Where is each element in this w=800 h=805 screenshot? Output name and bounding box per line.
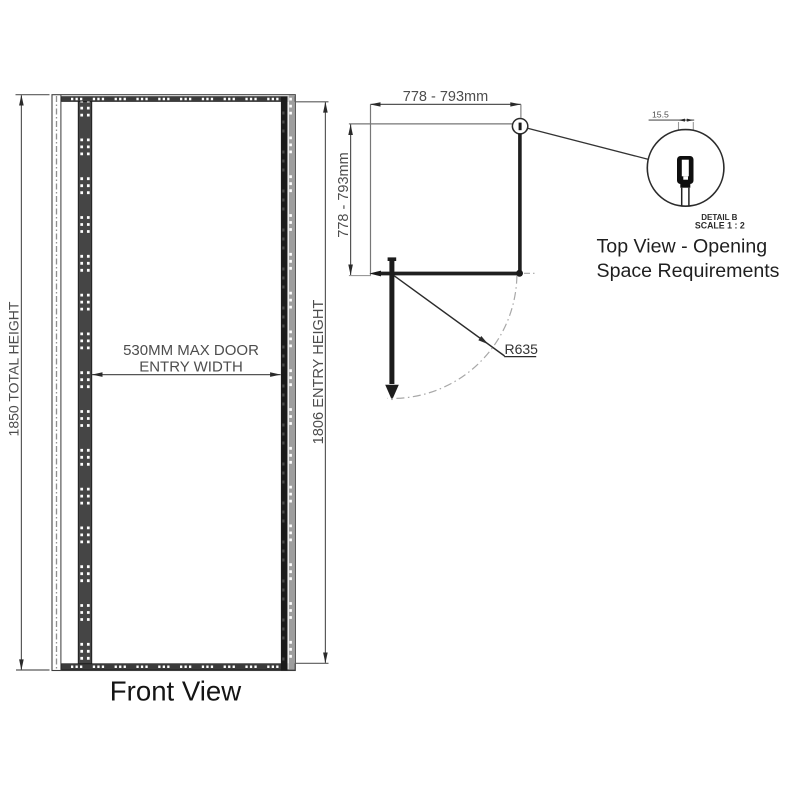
svg-text:15.5: 15.5 bbox=[652, 110, 669, 120]
svg-text:778 - 793mm: 778 - 793mm bbox=[336, 152, 352, 237]
svg-text:Space Requirements: Space Requirements bbox=[597, 260, 780, 282]
svg-text:778 - 793mm: 778 - 793mm bbox=[403, 89, 488, 105]
svg-text:DETAIL B: DETAIL B bbox=[701, 213, 737, 222]
svg-text:R635: R635 bbox=[505, 341, 539, 357]
svg-text:SCALE 1 : 2: SCALE 1 : 2 bbox=[695, 220, 745, 230]
svg-text:1850 TOTAL HEIGHT: 1850 TOTAL HEIGHT bbox=[6, 301, 22, 436]
svg-text:Top View - Opening: Top View - Opening bbox=[597, 236, 768, 258]
svg-text:530MM MAX DOOR: 530MM MAX DOOR bbox=[123, 342, 259, 359]
svg-text:1806 ENTRY HEIGHT: 1806 ENTRY HEIGHT bbox=[311, 300, 327, 445]
svg-text:Front View: Front View bbox=[110, 676, 241, 707]
svg-text:ENTRY WIDTH: ENTRY WIDTH bbox=[139, 359, 243, 376]
